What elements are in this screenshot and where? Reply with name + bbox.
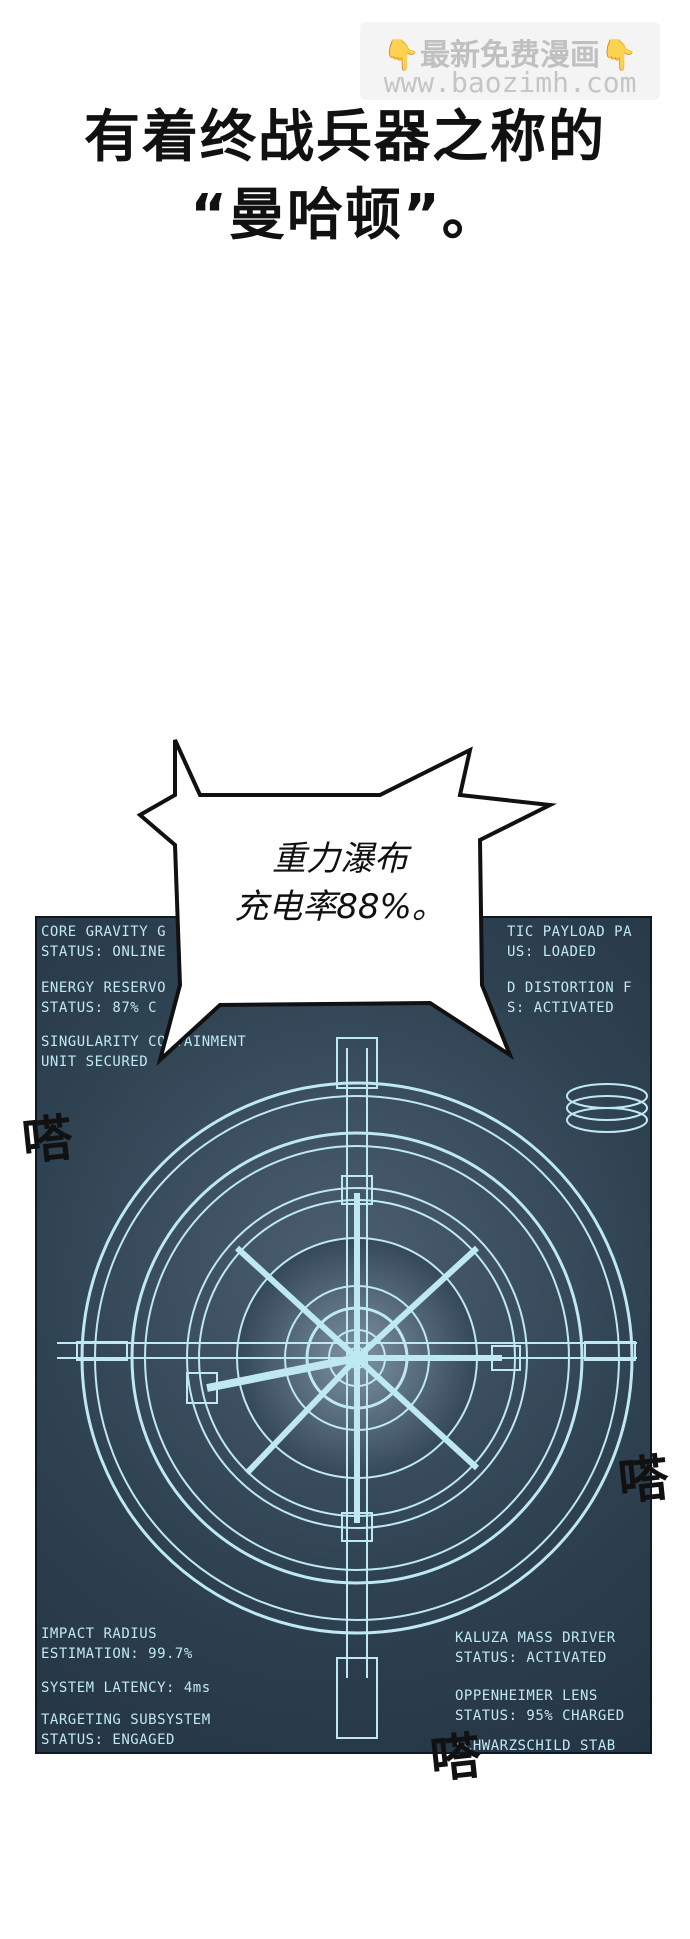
sound-effect-left: 嗒: [19, 1107, 76, 1172]
readout-impact-radius: IMPACT RADIUS ESTIMATION: 99.7%: [41, 1626, 193, 1662]
readout-oppenheimer: OPPENHEIMER LENS STATUS: 95% CHARGED: [455, 1688, 625, 1724]
watermark: 👇最新免费漫画👇 www.baozimh.com: [360, 22, 660, 100]
speech-line-1: 重力瀑布: [272, 839, 408, 879]
readout-latency: SYSTEM LATENCY: 4ms: [41, 1680, 211, 1696]
gravity-bomb-schematic: [57, 1037, 648, 1739]
pointing-down-icon: 👇: [382, 38, 420, 73]
narration-line-2: “曼哈顿”。: [190, 183, 500, 248]
speech-bubble-text: 重力瀑布 充电率88%。: [175, 835, 505, 931]
watermark-title: 👇最新免费漫画👇: [382, 38, 638, 73]
narration-line-1: 有着终战兵器之称的: [84, 105, 606, 170]
speech-bubble: [136, 739, 557, 1067]
sound-effect-bottom: 嗒: [427, 1725, 484, 1790]
readout-schwarzschild: SCHWARZSCHILD STAB: [455, 1738, 616, 1754]
readout-energy-reservoir: ENERGY RESERVO STATUS: 87% C: [41, 980, 167, 1016]
readout-distortion: D DISTORTION F S: ACTIVATED: [507, 980, 633, 1016]
speech-line-2: 充电率88%。: [234, 887, 446, 927]
readout-targeting: TARGETING SUBSYSTEM STATUS: ENGAGED: [41, 1712, 211, 1748]
readout-singularity: SINGULARITY CONTAINMENT UNIT SECURED: [41, 1034, 247, 1070]
readout-kaluza: KALUZA MASS DRIVER STATUS: ACTIVATED: [455, 1630, 616, 1666]
readout-core-gravity: CORE GRAVITY G STATUS: ONLINE: [41, 924, 167, 960]
readout-payload: TIC PAYLOAD PA US: LOADED: [507, 924, 633, 960]
sound-effect-right: 嗒: [615, 1447, 672, 1512]
pointing-down-icon: 👇: [600, 38, 638, 73]
watermark-url: www.baozimh.com: [383, 66, 637, 99]
blueprint-panel: CORE GRAVITY G STATUS: ONLINE ENERGY RES…: [35, 916, 652, 1754]
